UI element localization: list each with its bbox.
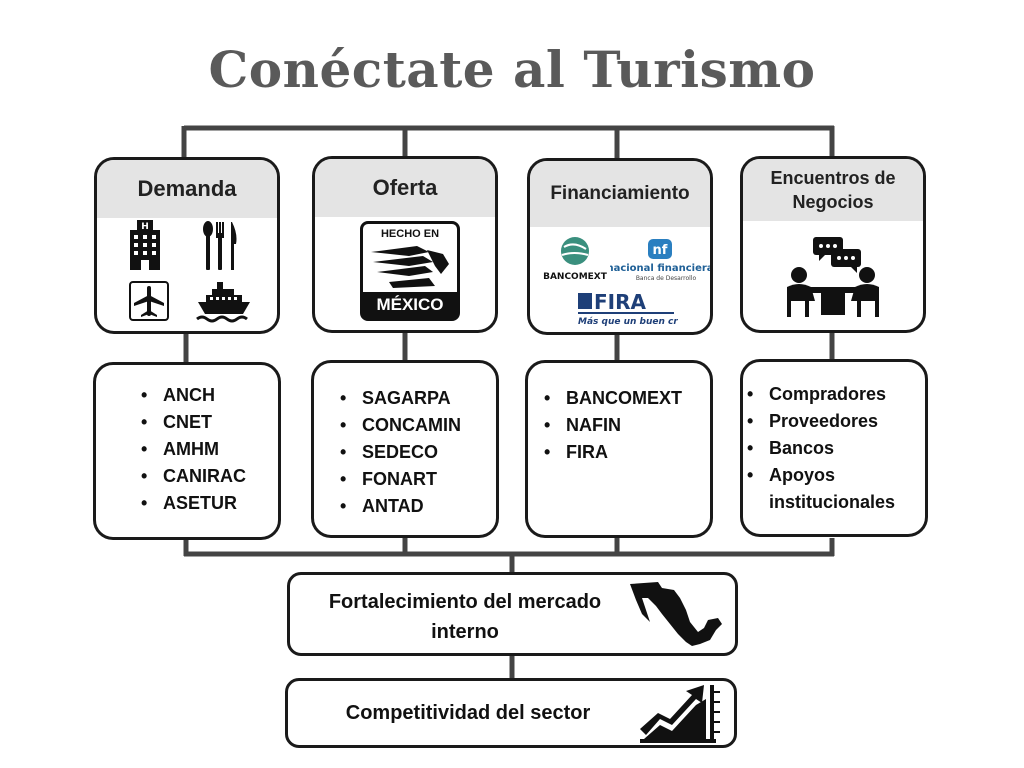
list-item: Proveedores [747, 408, 917, 435]
list-item: CONCAMIN [340, 412, 461, 439]
fira-logo: FIRA Más que un buen crédito [578, 290, 678, 327]
encuentros-header: Encuentros de Negocios [743, 159, 923, 221]
fira-logo-sublabel: Más que un buen crédito [578, 316, 678, 327]
oferta-list: SAGARPA CONCAMIN SEDECO FONART ANTAD [311, 360, 499, 538]
demanda-box: Demanda H [94, 157, 280, 334]
financiamiento-box: Financiamiento BANCOMEXT nf nacional fin… [527, 158, 713, 335]
list-item: Bancos [747, 435, 917, 462]
list-item: FONART [340, 466, 461, 493]
bancomext-logo: BANCOMEXT [543, 237, 608, 282]
nafin-logo-label: nacional financiera [610, 263, 710, 274]
list-item: NAFIN [544, 412, 682, 439]
competitividad-box: Competitividad del sector [285, 678, 737, 748]
oferta-header: Oferta [315, 159, 495, 217]
encuentros-box: Encuentros de Negocios [740, 156, 926, 333]
list-item: Apoyos institucionales [747, 462, 917, 516]
nafin-logo-sublabel: Banca de Desarrollo [636, 275, 697, 282]
financiamiento-header: Financiamiento [530, 161, 710, 227]
list-item: ASETUR [141, 490, 246, 517]
fortalecimiento-label: Fortalecimiento del mercado interno [328, 591, 602, 643]
bancomext-logo-label: BANCOMEXT [543, 272, 608, 282]
page-title: Conéctate al Turismo [208, 40, 816, 99]
oferta-box: Oferta HECHO EN MÉXICO [312, 156, 498, 333]
list-item: SEDECO [340, 439, 461, 466]
list-item: CNET [141, 409, 246, 436]
eagle-shape [371, 246, 449, 288]
competitividad-label: Competitividad del sector [345, 702, 591, 724]
ship-icon [196, 282, 250, 323]
fira-logo-label: FIRA [594, 290, 647, 314]
list-item: BANCOMEXT [544, 385, 682, 412]
airplane-icon [129, 281, 169, 321]
svg-text:H: H [141, 222, 149, 232]
demanda-header: Demanda [97, 160, 277, 218]
encuentros-list: Compradores Proveedores Bancos Apoyos in… [740, 359, 928, 537]
list-item: Compradores [747, 381, 917, 408]
hotel-icon: H [130, 220, 160, 270]
financiamiento-list: BANCOMEXT NAFIN FIRA [525, 360, 713, 538]
nafin-logo: nf nacional financiera Banca de Desarrol… [610, 239, 710, 282]
svg-text:nf: nf [653, 243, 668, 258]
business-meeting-icon [787, 237, 879, 317]
hecho-en-label: HECHO EN [380, 228, 440, 240]
list-item: ANCH [141, 382, 246, 409]
mexico-map-icon [630, 582, 722, 646]
list-item: SAGARPA [340, 385, 461, 412]
hecho-en-mexico-logo: HECHO EN MÉXICO [360, 221, 460, 321]
growth-chart-icon [640, 685, 720, 743]
list-item: ANTAD [340, 493, 461, 520]
mexico-label: MÉXICO [363, 292, 457, 318]
fortalecimiento-box: Fortalecimiento del mercado interno [287, 572, 738, 656]
list-item: FIRA [544, 439, 682, 466]
demanda-list: ANCH CNET AMHM CANIRAC ASETUR [93, 362, 281, 540]
demanda-icons: H [97, 218, 277, 331]
list-item: AMHM [141, 436, 246, 463]
list-item: CANIRAC [141, 463, 246, 490]
cutlery-icon [203, 221, 237, 270]
